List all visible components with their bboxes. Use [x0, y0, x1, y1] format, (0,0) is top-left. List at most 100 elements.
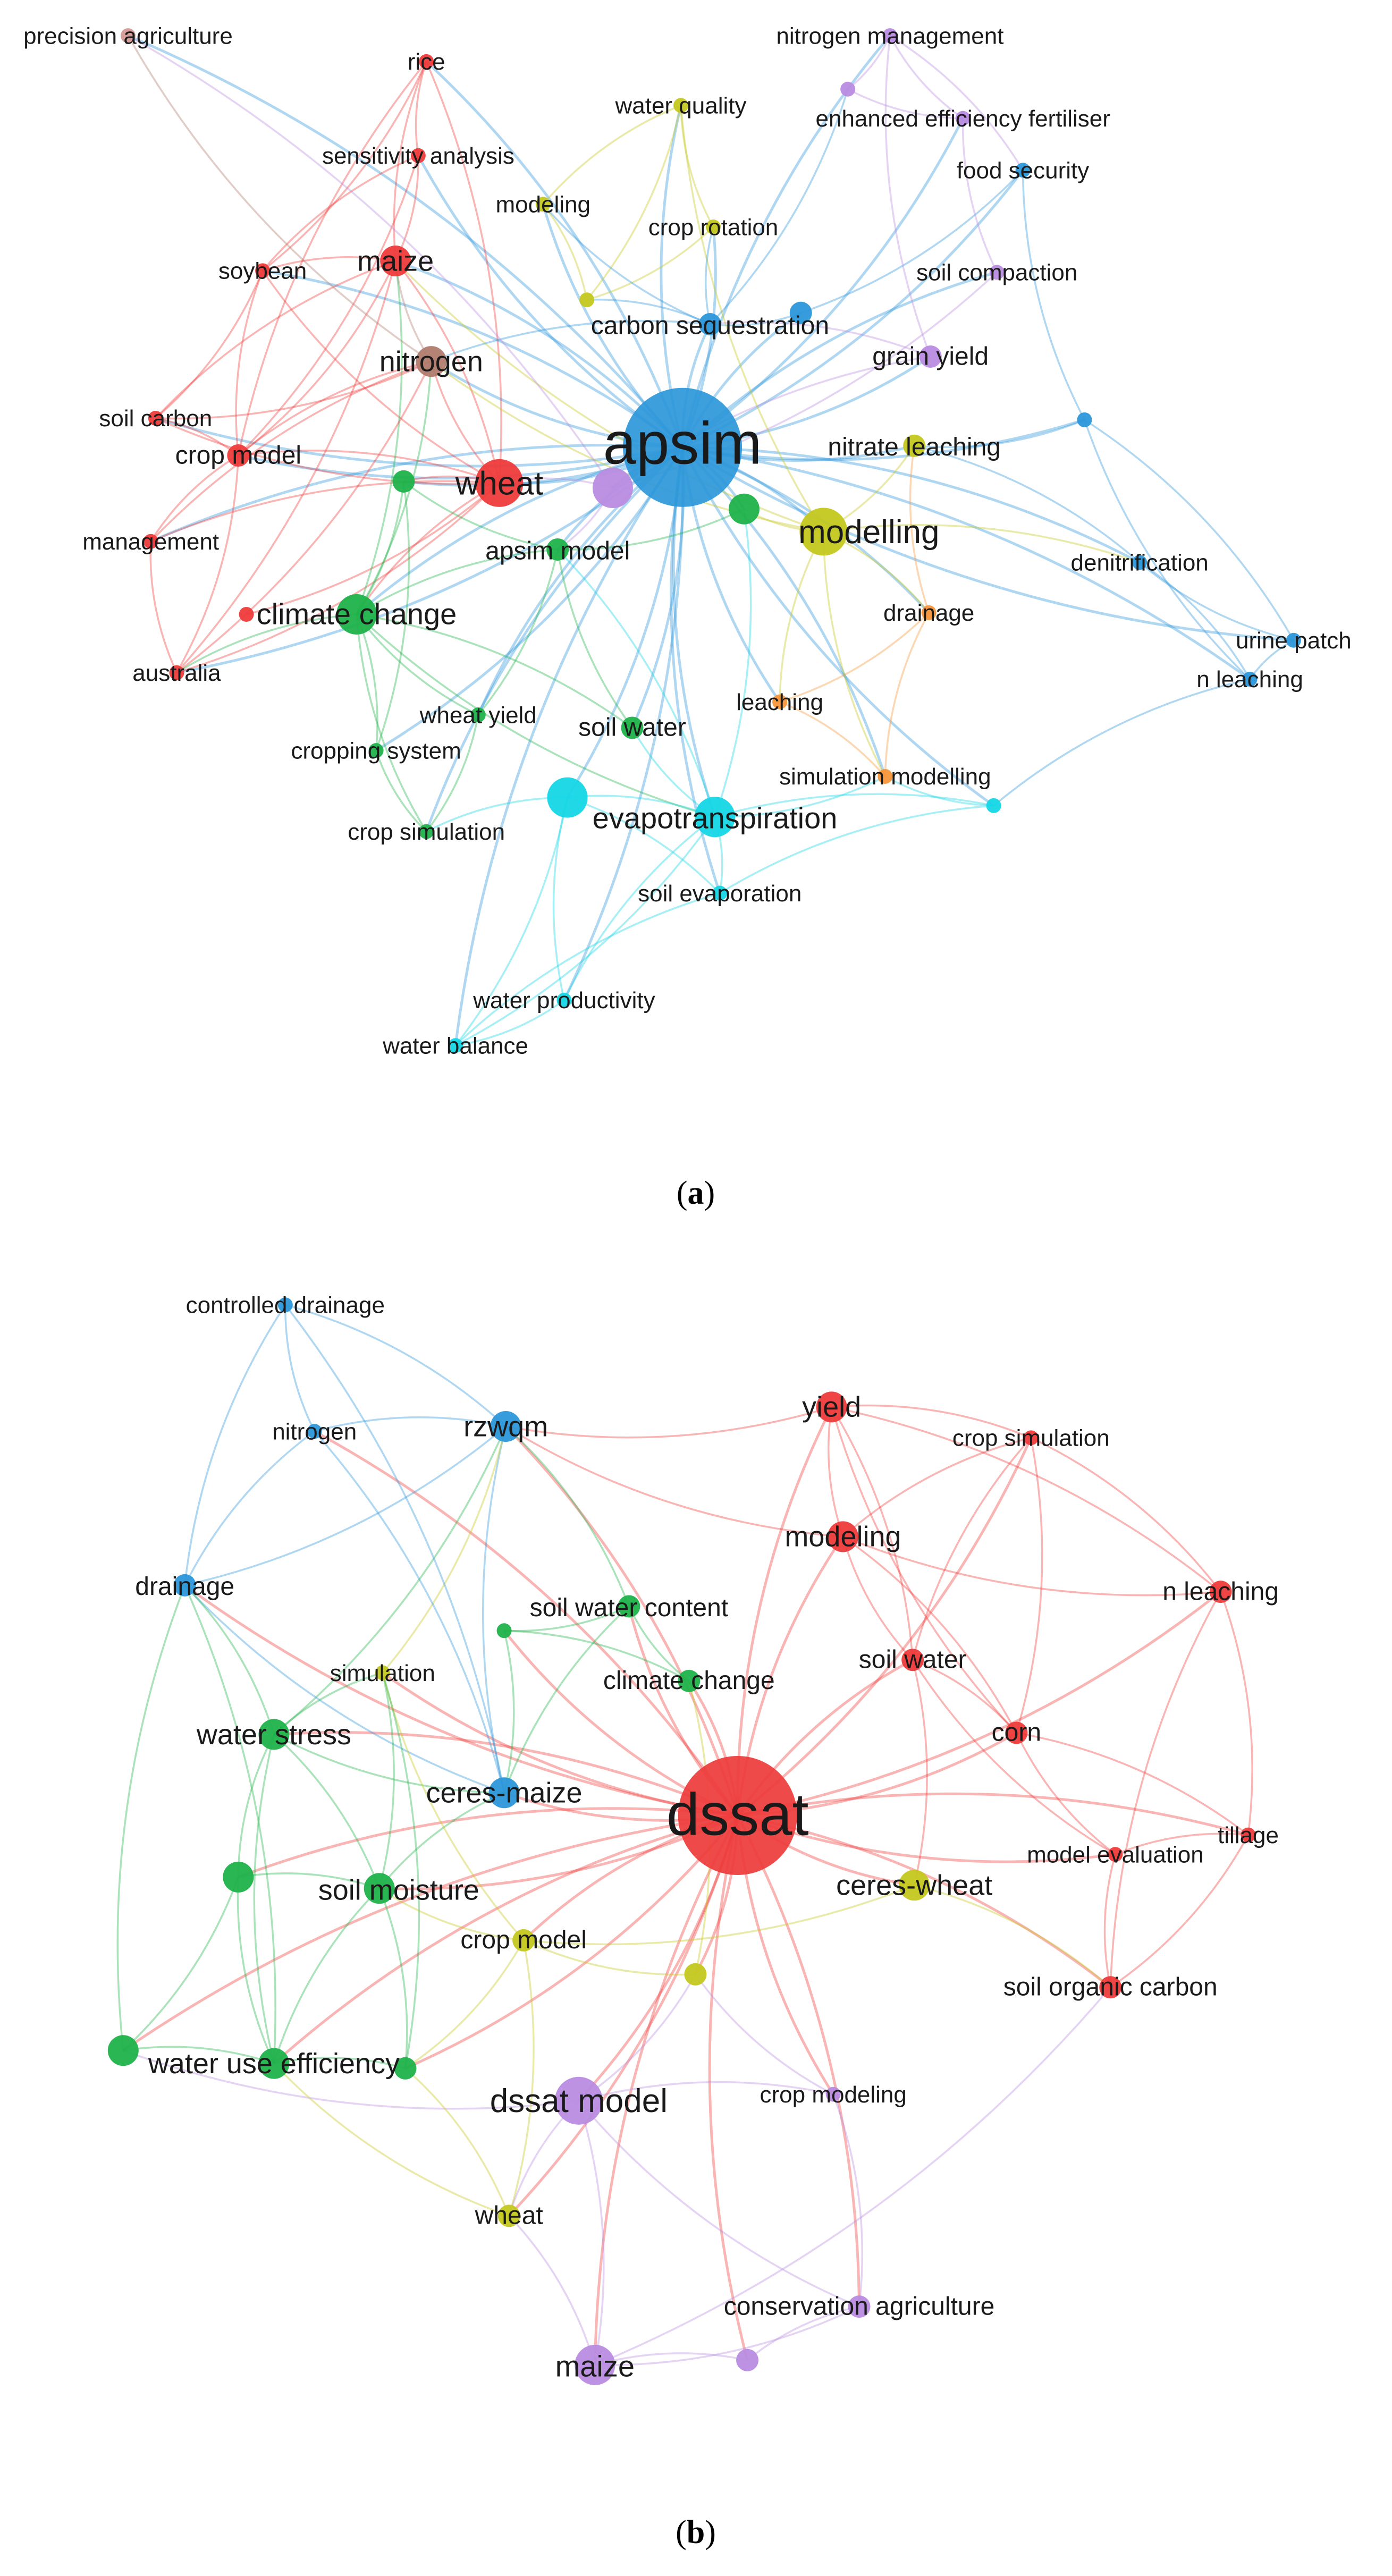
panel-b-edge: [737, 1792, 1249, 1837]
panel-a-edge: [155, 270, 264, 419]
panel-a-edge: [680, 105, 824, 533]
panel-a-node-climate-change: [336, 594, 377, 635]
panel-a-label-apsim: apsim: [603, 410, 762, 476]
panel-b-node-soil-water: [901, 1649, 924, 1671]
panel-a-label-carbon-sequestration: carbon sequestration: [591, 311, 829, 340]
panel-a-edge: [884, 35, 932, 357]
panel-a-label-cropping-system: cropping system: [291, 738, 461, 764]
panel-a-edge: [455, 816, 716, 1046]
panel-a-edge: [237, 61, 427, 456]
panel-a-node-nitrate-leaching: [903, 434, 926, 457]
panel-a-edge: [847, 35, 891, 90]
panel-b-edge: [832, 2093, 864, 2307]
panel-b-edge: [184, 1584, 275, 1735]
panel-b-edge: [594, 1987, 1111, 2366]
panel-a-edge: [884, 612, 930, 776]
panel-a-edge: [176, 613, 357, 674]
panel-a-label-crop-model: crop model: [175, 441, 301, 469]
panel-b-caption: (b): [676, 2514, 716, 2550]
panel-b-edge: [253, 1734, 275, 2064]
panel-a-label-simulation-modelling: simulation modelling: [779, 764, 991, 790]
panel-a-edge: [556, 548, 716, 817]
panel-b-edge: [578, 2100, 605, 2366]
panel-b-edge: [122, 1814, 738, 2052]
panel-b-edge: [116, 1585, 186, 2051]
panel-a-edge: [719, 805, 994, 894]
panel-b-label-nitrogen: nitrogen: [272, 1418, 357, 1445]
panel-b-label-water-use-efficiency: water use efficiency: [148, 2048, 400, 2080]
panel-a-node-apsim: [623, 387, 743, 507]
panel-a-edge: [822, 531, 886, 777]
panel-a-node-modeling: [535, 197, 551, 212]
panel-b-node-climate-change: [678, 1669, 701, 1692]
panel-b-node-unlabeled-30: [394, 2057, 417, 2080]
panel-a-edge: [238, 446, 683, 480]
panel-b-node-corn: [1005, 1721, 1028, 1744]
panel-a-node-soil-compaction: [989, 265, 1005, 280]
panel-b-edge: [184, 1584, 505, 1794]
panel-b-edge: [595, 2305, 860, 2366]
panel-a-edge: [375, 481, 410, 751]
panel-a-edge: [914, 419, 1085, 449]
panel-a-node-crop-rotation: [706, 219, 721, 234]
panel-a-edge: [262, 256, 396, 272]
panel-a-edge: [150, 444, 683, 543]
panel-b-label-conservation-agriculture: conservation agriculture: [724, 2292, 995, 2320]
panel-a-edge: [155, 360, 432, 420]
panel-b-edge: [382, 1426, 507, 1674]
panel-a-edge: [455, 999, 565, 1046]
panel-b-edge: [508, 1940, 535, 2216]
panel-a-edge: [681, 446, 995, 807]
panel-b-edge: [912, 1659, 928, 1886]
panel-b-edge: [578, 2100, 860, 2308]
panel-a-label-water-balance: water balance: [382, 1033, 528, 1059]
panel-a-label-apsim-model: apsim model: [485, 537, 630, 565]
panel-b-node-dssat-model: [554, 2076, 603, 2125]
panel-b-label-n-leaching: n leaching: [1162, 1577, 1279, 1606]
panel-b-edge: [912, 1659, 1017, 1734]
panel-a-label-climate-change: climate change: [257, 597, 457, 630]
panel-a-edge: [176, 260, 396, 673]
panel-b-edge: [285, 1304, 507, 1428]
panel-a-label-leaching: leaching: [736, 689, 823, 715]
panel-b-edge: [737, 1814, 1111, 1989]
panel-b-label-wheat: wheat: [475, 2202, 543, 2230]
panel-b-label-ceres-maize: ceres-maize: [426, 1777, 583, 1809]
panel-b-node-water-stress: [258, 1719, 290, 1750]
panel-a-edge: [238, 360, 432, 457]
panel-a-edge: [587, 299, 711, 325]
panel-b-edge: [523, 1939, 696, 1976]
panel-a-edge: [415, 61, 427, 156]
panel-a-edge: [709, 89, 849, 325]
panel-b-edge: [273, 1888, 380, 2064]
panel-b-edge: [1103, 1854, 1117, 1988]
panel-a-node-crop-model: [227, 444, 250, 467]
panel-b-edge: [184, 1425, 507, 1586]
panel-a-label-crop-rotation: crop rotation: [648, 214, 779, 240]
panel-a-edge: [356, 482, 500, 615]
panel-a-edge: [823, 524, 1140, 564]
panel-a-edge: [705, 226, 714, 325]
panel-a-edge: [681, 446, 1294, 642]
panel-b-edge: [1015, 1732, 1116, 1855]
panel-a-edge: [454, 446, 684, 1046]
panel-b-edge: [505, 1406, 832, 1439]
panel-b-node-unlabeled-32: [684, 1963, 707, 1986]
panel-a-label-rice: rice: [408, 49, 445, 75]
panel-a-edge: [552, 797, 569, 1001]
panel-b-edge: [1115, 1832, 1248, 1855]
panel-a-edge: [176, 361, 432, 674]
panel-b-node-wheat: [497, 2205, 520, 2227]
panel-a-edge: [477, 549, 559, 716]
panel-a-edge: [563, 816, 716, 1001]
panel-a-edge: [567, 796, 721, 894]
panel-b-node-ceres-maize: [488, 1777, 520, 1809]
panel-a-edge: [155, 260, 396, 419]
panel-a-label-australia: australia: [132, 660, 221, 686]
panel-b-edge: [827, 1407, 844, 1537]
panel-b-edge: [482, 1426, 507, 1793]
panel-a-edge: [238, 450, 500, 484]
